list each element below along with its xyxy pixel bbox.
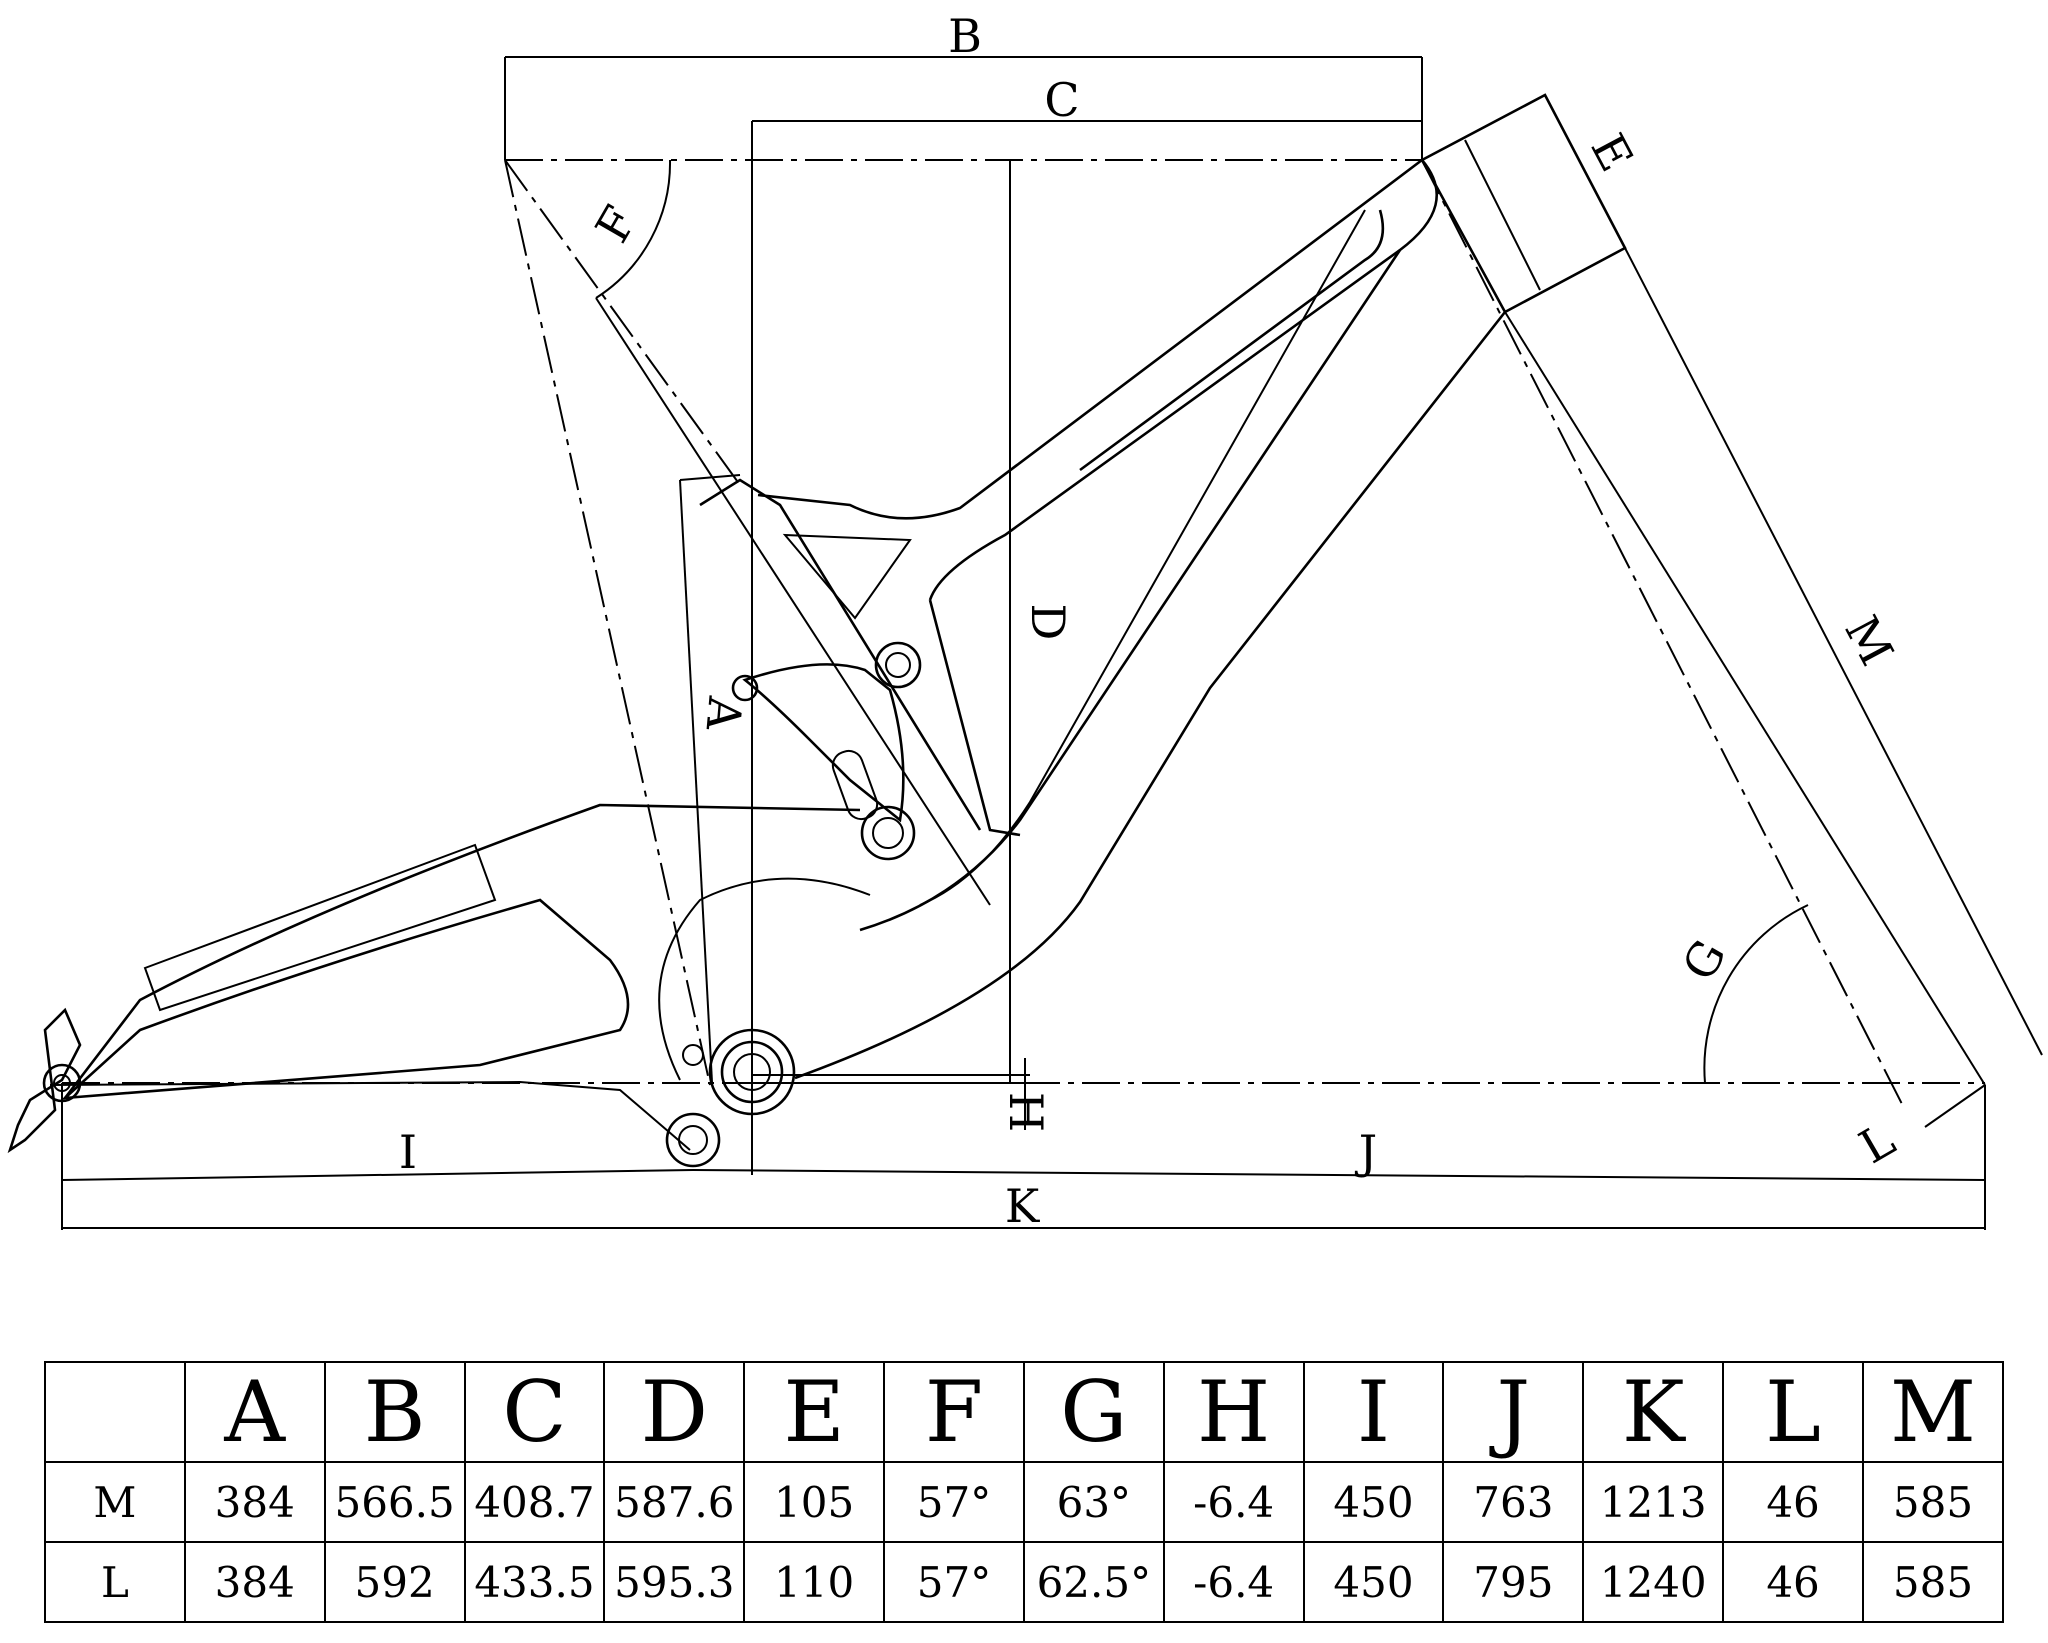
table-cell: 595.3 [603, 1541, 746, 1623]
column-header: C [463, 1361, 606, 1463]
rocker-link [731, 641, 922, 823]
label-j: J [1355, 1125, 1377, 1179]
column-header: M [1861, 1361, 2005, 1463]
column-header: J [1442, 1361, 1585, 1463]
dimension-f: F [585, 159, 672, 299]
dimension-b: B [504, 9, 1423, 160]
table-cell: 57° [883, 1541, 1025, 1623]
dimension-j: J [692, 1125, 1986, 1181]
down-tube [794, 159, 1507, 1080]
label-c: C [1044, 73, 1079, 127]
column-header: G [1022, 1361, 1165, 1463]
dimension-a: A [679, 474, 752, 1083]
column-header: H [1162, 1361, 1305, 1463]
table-cell: 46 [1722, 1541, 1864, 1623]
table-cell: 592 [323, 1541, 466, 1623]
head-tube: E M [1420, 93, 2043, 1086]
dimension-c: C [751, 73, 1422, 1175]
label-h: H [999, 1092, 1053, 1132]
shock-pivot [860, 805, 916, 861]
table-cell: 57° [883, 1461, 1025, 1543]
table-row-size-m: M 384 566.5 408.7 587.6 105 57° 63° -6.4… [44, 1461, 2005, 1543]
label-e: E [1580, 125, 1643, 180]
geometry-table: A B C D E F G H I J K L M M 384 566.5 40… [44, 1361, 2005, 1623]
table-row-size-l: L 384 592 433.5 595.3 110 57° 62.5° -6.4… [44, 1541, 2005, 1623]
table-cell: 795 [1442, 1541, 1585, 1623]
table-cell: 63° [1022, 1461, 1165, 1543]
table-header-row: A B C D E F G H I J K L M [44, 1361, 2005, 1463]
table-cell: 110 [743, 1541, 886, 1623]
table-cell: 585 [1861, 1461, 2005, 1543]
table-cell: -6.4 [1162, 1461, 1305, 1543]
rear-dropout [7, 1007, 82, 1154]
table-cell: 433.5 [463, 1541, 606, 1623]
table-cell: 384 [183, 1461, 326, 1543]
table-cell: 763 [1442, 1461, 1585, 1543]
corner-cell [44, 1361, 186, 1463]
table-cell: 450 [1302, 1461, 1445, 1543]
label-k: K [1005, 1179, 1041, 1233]
column-header: L [1722, 1361, 1864, 1463]
top-tube [757, 158, 1423, 601]
label-d: D [1021, 604, 1075, 641]
label-i: I [399, 1125, 417, 1179]
table-cell: 585 [1861, 1541, 2005, 1623]
row-size-label: L [44, 1541, 186, 1623]
label-b: B [948, 9, 982, 63]
table-cell: -6.4 [1162, 1541, 1305, 1623]
column-header: I [1302, 1361, 1445, 1463]
table-cell: 408.7 [463, 1461, 606, 1543]
table-cell: 384 [183, 1541, 326, 1623]
dimension-i: I [61, 1083, 694, 1230]
column-header: K [1582, 1361, 1725, 1463]
dimension-g: G [1672, 904, 1809, 1084]
column-header: A [183, 1361, 326, 1463]
column-header: F [883, 1361, 1025, 1463]
table-cell: 105 [743, 1461, 886, 1543]
bottom-bracket [665, 1028, 796, 1168]
table-cell: 1213 [1582, 1461, 1725, 1543]
column-header: D [603, 1361, 746, 1463]
label-m: M [1834, 607, 1904, 674]
row-size-label: M [44, 1461, 186, 1543]
dimension-l: L [1850, 1084, 1986, 1175]
label-f: F [585, 197, 648, 252]
seat-tube [699, 478, 1021, 837]
swingarm [49, 803, 871, 1151]
label-l: L [1850, 1112, 1903, 1174]
table-cell: 587.6 [603, 1461, 746, 1543]
table-cell: 450 [1302, 1541, 1445, 1623]
table-cell: 566.5 [323, 1461, 466, 1543]
dimension-h: H [752, 1058, 1053, 1132]
frame-geometry-drawing: B C D F A E M L G [7, 9, 2043, 1233]
dimension-k: K [62, 1175, 1986, 1233]
column-header: B [323, 1361, 466, 1463]
dimension-d: D [1009, 160, 1075, 1082]
table-cell: 1240 [1582, 1541, 1725, 1623]
column-header: E [743, 1361, 886, 1463]
table-cell: 46 [1722, 1461, 1864, 1543]
table-cell: 62.5° [1022, 1541, 1165, 1623]
